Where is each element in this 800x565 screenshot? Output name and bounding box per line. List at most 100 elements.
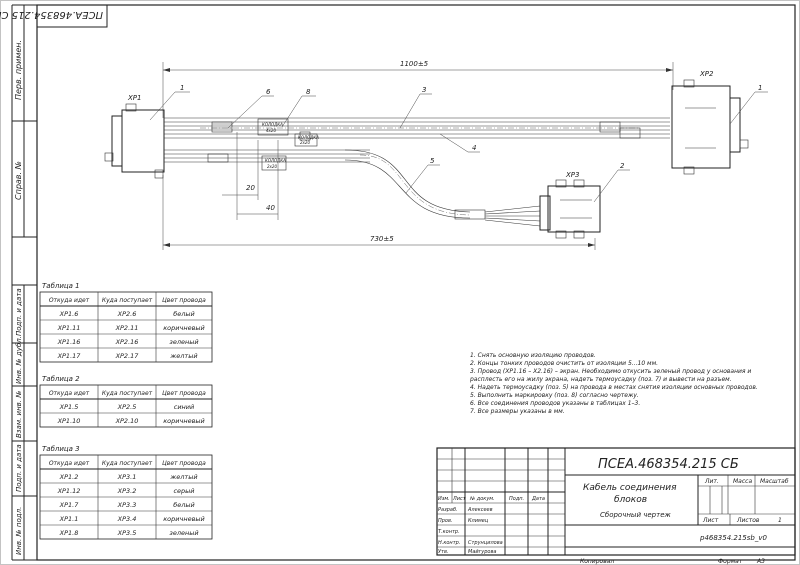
table-cell: XP1.10 [57,417,81,425]
connector-xp1: XP1 [104,94,165,179]
table-cell: XP1.1 [59,515,79,523]
connector-xp3: XP3 [539,171,601,239]
callout-1a: 1 [180,84,184,92]
side-label-4: Взам. инв. № [15,390,23,438]
dim-total: 1100±5 [162,60,674,118]
table-cell: XP1.6 [59,310,79,318]
table-header: Цвет провода [162,390,206,397]
side-columns: Перв. примен. Справ. № Подп. и дата Инв.… [11,4,37,561]
table-cell: XP1.2 [59,473,79,481]
note-2: 3. Провод (XP1.16 – X2.16) – экран. Необ… [470,368,751,375]
format-label: Формат [718,558,743,565]
branch-cable [344,149,541,227]
side-label-1: Справ. № [14,161,23,200]
table-cell: зеленый [169,529,198,537]
side-label-6: Инв. № подл. [15,507,23,555]
xp2-label: XP2 [699,70,714,78]
table-cell: XP2.16 [115,338,139,346]
tb-file: p468354.215sb_v0 [699,534,767,542]
table-header: Цвет провода [162,460,206,467]
tb-head-1: Лист [452,496,467,502]
note-7: 7. Все размеры указаны в мм. [470,408,565,415]
tb-scale: Масштаб [760,478,789,485]
top-stamp: ПСЕА.468354.215 СБ [0,4,108,28]
table-cell: желтый [169,473,197,481]
table-header: Цвет провода [162,297,206,304]
callout-2: 2 [620,162,625,170]
table-cell: XP1.16 [57,338,81,346]
side-label-0: Перв. примен. [14,40,23,100]
cable-drawing: 1100±5 XP1 [104,60,768,250]
tb-name-0: Алексеев [467,507,493,513]
table-cell: зеленый [169,338,198,346]
table-cell: XP1.5 [59,403,79,411]
tb-name-4: Струнцилова [468,540,503,546]
tb-role-5: Утв. [438,549,449,555]
tb-sheet: Лист [702,517,719,524]
table-cell: XP1.11 [57,324,81,332]
format-value: A3 [756,558,765,565]
title-code: ПСЕА.468354.215 СБ [598,457,739,472]
marker-0-l2: 4x20 [266,128,276,133]
tb-head-2: № докум. [469,496,495,502]
tb-mass: Масса [733,478,752,485]
note-4: 4. Надеть термоусадку (поз. 5) на провод… [470,384,758,391]
table-cell: коричневый [163,324,205,332]
table-title: Таблица 1 [42,282,80,290]
table-cell: белый [173,501,195,509]
top-stamp-code: ПСЕА.468354.215 СБ [0,9,103,20]
xp3-label: XP3 [565,171,579,179]
tb-role-0: Разраб. [438,507,458,513]
callout-3: 3 [422,86,426,94]
dim-total-label: 1100±5 [400,60,429,68]
callout-5: 5 [430,157,435,165]
tb-name-5: Майгурова [468,549,496,555]
title-name-2: блоков [614,495,647,505]
tb-role-4: Н.контр. [438,540,460,546]
side-label-3: Инв. № дубл. [15,336,23,384]
marker-0-l1: КОЛОДКА [262,122,283,127]
tb-sheets: Листов [736,517,760,524]
table-header: Откуда идет [49,390,90,397]
dim-branch-label: 730±5 [370,235,394,243]
copied-label: Копировал [580,558,614,565]
table-cell: XP1.7 [59,501,80,509]
table-header: Откуда идет [49,297,90,304]
dim-20-label: 20 [246,184,255,192]
table-cell: серый [173,487,194,495]
table-cell: синий [174,403,195,411]
title-subtitle: Сборочный чертеж [600,511,671,519]
callout-1b: 1 [758,84,762,92]
dim-small: 20 40 [222,132,279,220]
main-bundle [164,117,670,141]
xp1-label: XP1 [127,94,141,102]
table-cell: XP2.17 [115,352,140,360]
dim-40-label: 40 [266,204,275,212]
table-cell: XP2.11 [115,324,139,332]
marker-2-l2: 2x20 [267,164,277,169]
note-0: 1. Снять основную изоляцию проводов. [470,352,596,359]
table-cell: белый [173,310,195,318]
note-1: 2. Концы тонких проводов очистить от изо… [470,360,658,367]
note-5: 5. Выполнить маркировку (поз. 8) согласн… [470,392,639,399]
table-title: Таблица 2 [42,375,80,383]
callout-8: 8 [306,88,311,96]
tb-role-2: Т.контр. [438,529,460,535]
dim-branch: 730±5 [162,175,596,250]
connector-xp2: XP2 [671,70,749,175]
lower-wires [164,149,370,163]
table-cell: коричневый [163,417,205,425]
marker-2-l1: КОЛОДКА [265,158,286,163]
title-name-1: Кабель соединения [583,483,677,493]
table-cell: XP3.4 [117,515,137,523]
tb-name-1: Климец [468,518,489,524]
table-title: Таблица 3 [42,445,80,453]
tb-head-4: Дата [531,496,545,502]
notes: 1. Снять основную изоляцию проводов. 2. … [469,352,758,415]
callout-6: 6 [266,88,271,96]
table-header: Куда поступает [102,297,153,304]
tb-lit: Лит. [704,478,719,485]
tb-head-3: Подп. [509,496,524,502]
